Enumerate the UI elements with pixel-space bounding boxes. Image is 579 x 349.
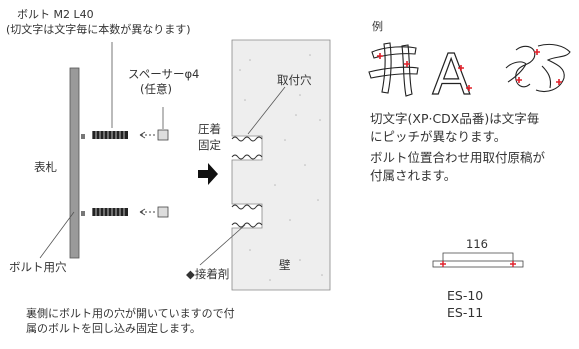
mount-hole-leader — [247, 86, 286, 135]
mounting-diagram — [39, 39, 331, 291]
caption-line-2: 属のボルトを回し込み固定します。 — [26, 322, 201, 335]
example-label: 例 — [372, 20, 383, 33]
wall-label: 壁 — [279, 258, 291, 272]
model-es10: ES-10 — [447, 288, 484, 303]
wall-texture — [239, 54, 323, 281]
bolt-hole-label: ボルト用穴 — [9, 260, 67, 274]
mounting-template — [432, 252, 524, 268]
spacer-lower — [157, 206, 169, 218]
note-line-4: 付属されます。 — [370, 168, 457, 183]
sample-glyph-3 — [505, 43, 571, 93]
spacer-arrow-lower — [139, 208, 157, 216]
caption-line-1: 裏側にボルト用の穴が開いていますので付 — [26, 307, 235, 320]
adhesive-label: ◆接着剤 — [186, 267, 230, 281]
bolt-title: ボルト M2 L40 — [17, 8, 94, 21]
template-marker-left — [440, 261, 446, 267]
nameplate-label: 表札 — [34, 160, 57, 174]
press-fix-label-1: 圧着 — [198, 122, 221, 136]
dimension-value: 116 — [466, 237, 488, 251]
note-line-3: ボルト位置合わせ用取付原稿が — [370, 150, 546, 165]
adhesive-upper — [231, 136, 263, 160]
upper-bolt — [81, 131, 128, 139]
sample-glyph-A: A — [431, 42, 471, 100]
note-line-2: にピッチが異なります。 — [370, 129, 507, 144]
model-es11: ES-11 — [447, 305, 484, 320]
template-bar — [432, 260, 524, 268]
bolt-note: (切文字は文字毎に本数が異なります) — [6, 23, 191, 36]
lower-bolt — [81, 208, 128, 216]
press-arrow-icon — [198, 163, 218, 185]
mount-hole-label: 取付穴 — [277, 73, 312, 87]
wall — [231, 39, 331, 291]
spacer-upper — [157, 129, 169, 141]
spacer-label: スペーサーφ4 — [128, 67, 200, 81]
nameplate-plate — [69, 67, 80, 259]
spacer-optional: (任意) — [140, 82, 172, 96]
sample-letters: A — [368, 42, 571, 100]
bolt-hole-leader — [39, 211, 75, 259]
note-line-1: 切文字(XP·CDX品番)は文字毎 — [370, 111, 540, 126]
dimension-line — [442, 252, 514, 261]
adhesive-lower — [231, 204, 263, 228]
press-fix-label-2: 固定 — [198, 138, 221, 152]
sample-glyph-a-text: A — [432, 43, 470, 100]
sample-glyph-1 — [368, 42, 419, 97]
adhesive-leader — [199, 224, 246, 266]
template-marker-right — [510, 261, 516, 267]
spacer-arrow-upper — [139, 131, 157, 139]
mount-point-markers — [377, 49, 562, 91]
